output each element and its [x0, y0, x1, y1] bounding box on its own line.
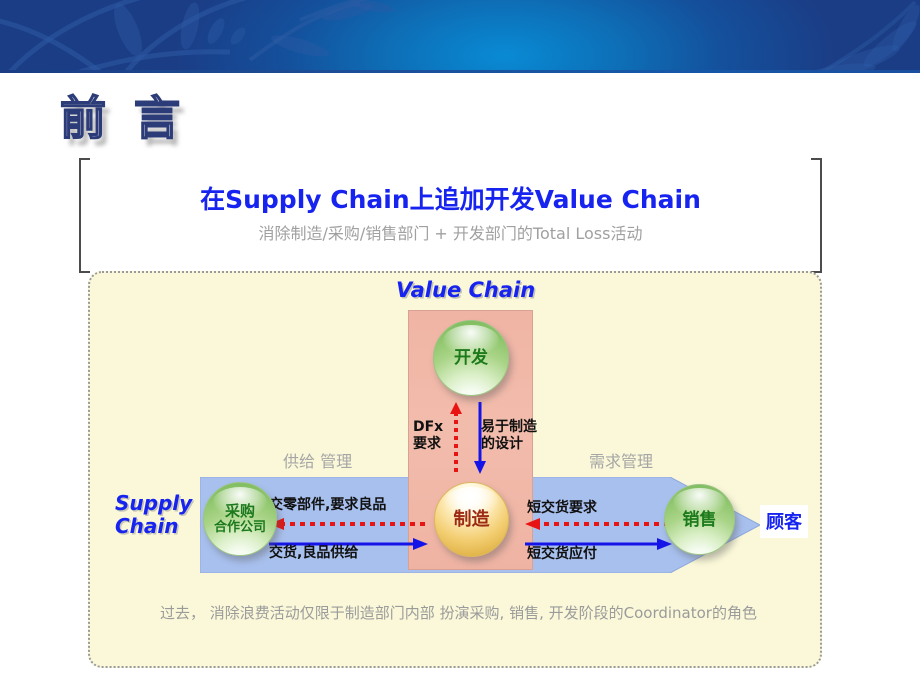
supply-chain-label-line2: Chain — [115, 514, 179, 538]
sales-supply-arrow-head — [657, 538, 672, 550]
demand-management-label: 需求管理 — [589, 452, 654, 471]
procurement-demand-label: 交零部件,要求良品 — [269, 497, 387, 513]
supply-chain-label-line1: Supply — [115, 491, 193, 515]
banner-bottom-edge — [0, 70, 920, 73]
node-sales-label: 销售 — [682, 509, 717, 529]
page-title: 前 言 — [59, 90, 187, 146]
header-banner — [0, 0, 920, 73]
subheadline-text: 消除制造/采购/销售部门 + 开发部门的Total Loss活动 — [258, 224, 643, 243]
value-chain-vertical-arrows — [450, 402, 486, 474]
sales-flow-arrows — [525, 518, 672, 550]
supply-management-label: 供给 管理 — [283, 452, 353, 471]
procurement-supply-arrow-head — [413, 538, 428, 550]
easy-label-line2: 的设计 — [481, 436, 523, 453]
node-sales[interactable]: 销售 — [664, 484, 735, 555]
procurement-supply-label: 交货,良品供给 — [269, 545, 359, 561]
headline-text: 在Supply Chain上追加开发Value Chain — [200, 185, 701, 214]
design-down-arrow-head — [474, 461, 486, 474]
footer-note: 过去， 消除浪费活动仅限于制造部门内部 扮演采购, 销售, 开发阶段的Coord… — [160, 604, 757, 622]
banner-leaf-pattern-icon — [0, 0, 920, 73]
value-chain-label: Value Chain — [396, 278, 536, 302]
procurement-flow-arrows — [269, 518, 428, 550]
node-procurement[interactable]: 采购 合作公司 — [203, 482, 277, 556]
node-manufacturing[interactable]: 制造 — [434, 482, 509, 557]
sales-supply-label: 短交货应付 — [527, 546, 597, 562]
headline-bracket — [79, 158, 822, 273]
supply-chain-label: Supply Chain — [115, 492, 192, 538]
easy-label-line1: 易于制造 — [481, 419, 537, 435]
node-development[interactable]: 开发 — [433, 320, 509, 396]
node-manufacturing-label: 制造 — [453, 509, 490, 530]
node-procurement-label-line1: 采购 — [224, 503, 255, 521]
customer-label: 顾客 — [760, 505, 808, 538]
dfx-label-line1: DFx — [413, 419, 444, 435]
node-development-label: 开发 — [454, 348, 488, 368]
dfx-up-arrow-head — [450, 402, 462, 414]
dfx-label-line2: 要求 — [413, 436, 441, 453]
node-procurement-label-line2: 合作公司 — [213, 519, 266, 535]
easy-manufacturing-design-label: 易于制造 的设计 — [481, 419, 537, 453]
sales-demand-arrow-head — [525, 518, 540, 530]
dfx-requirement-label: DFx 要求 — [413, 419, 443, 453]
sales-demand-label: 短交货要求 — [527, 500, 597, 516]
